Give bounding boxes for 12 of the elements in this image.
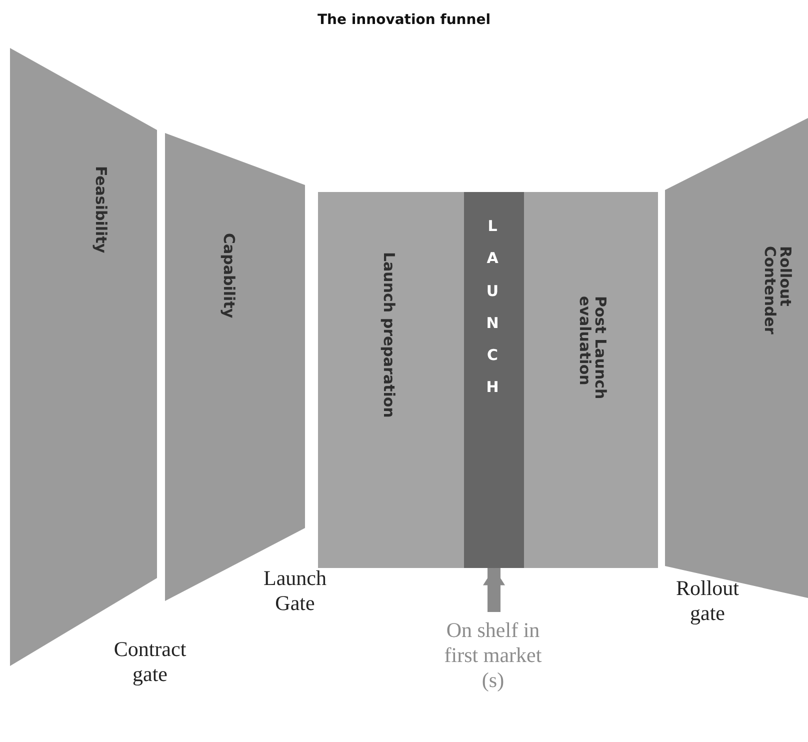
gate-label: Rollout gate	[674, 576, 740, 626]
arrow	[483, 568, 505, 612]
stage-label: Feasibility	[92, 166, 108, 254]
stage-label: Capability	[220, 233, 236, 318]
stage-label: Post Launch evaluation	[576, 296, 608, 402]
stage-label: Rollout Contender	[761, 246, 792, 336]
gate-label: Contract gate	[112, 637, 188, 688]
gate-label: Launch Gate	[262, 566, 328, 616]
milestone-label: On shelf in first market (s)	[443, 618, 543, 694]
launch-label: LAUNCH	[485, 216, 500, 398]
diagram-title: The innovation funnel	[316, 12, 492, 28]
stage-label: Launch preparation	[380, 252, 396, 418]
